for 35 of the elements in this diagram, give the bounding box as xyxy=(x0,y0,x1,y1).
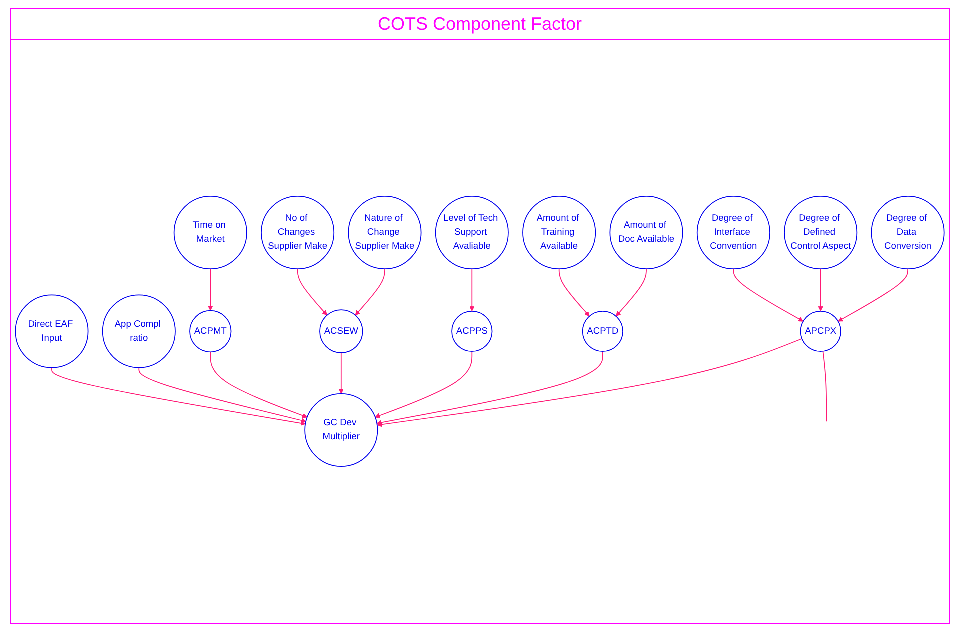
arrow xyxy=(338,352,344,394)
arrow xyxy=(52,367,306,426)
arrow xyxy=(208,268,214,312)
node-circle: No of Changes Supplier Make xyxy=(261,196,335,270)
arrow xyxy=(138,367,306,424)
arrow xyxy=(616,268,647,317)
arrow xyxy=(838,268,908,322)
node-circle: GC Dev Multiplier xyxy=(304,394,378,468)
arrow xyxy=(376,351,604,426)
node-circle: Time on Market xyxy=(174,196,248,270)
arrow xyxy=(558,268,590,317)
node-circle: ACPPS xyxy=(452,310,493,352)
node-circle: App Compl ratio xyxy=(102,294,176,368)
node-circle: Amount of Training Available xyxy=(522,196,596,270)
node-circle: Degree of Data Conversion xyxy=(871,196,945,270)
node-circle: Degree of Defined Control Aspect xyxy=(784,196,858,270)
node-circle: ACSEW xyxy=(320,310,364,354)
node-circle: ACPMT xyxy=(190,310,232,353)
arrow xyxy=(297,268,328,316)
node-circle: APCPX xyxy=(800,310,842,352)
node-circle: Nature of Change Supplier Make xyxy=(348,196,422,270)
arrow xyxy=(818,268,824,312)
connector xyxy=(822,351,828,422)
node-circle: Direct EAF Input xyxy=(15,294,89,368)
node-circle: Amount of Doc Available xyxy=(610,196,684,270)
window-title: COTS Component Factor xyxy=(11,9,949,40)
node-circle: Level of Tech Support Avaliable xyxy=(435,196,509,270)
arrow xyxy=(375,351,473,418)
arrow xyxy=(355,268,386,316)
node-circle: Degree of Interface Convention xyxy=(696,196,770,270)
arrow xyxy=(377,338,803,428)
arrow xyxy=(210,352,308,418)
arrow xyxy=(733,268,804,322)
node-circle: ACPTD xyxy=(582,310,624,352)
arrow xyxy=(470,268,475,312)
